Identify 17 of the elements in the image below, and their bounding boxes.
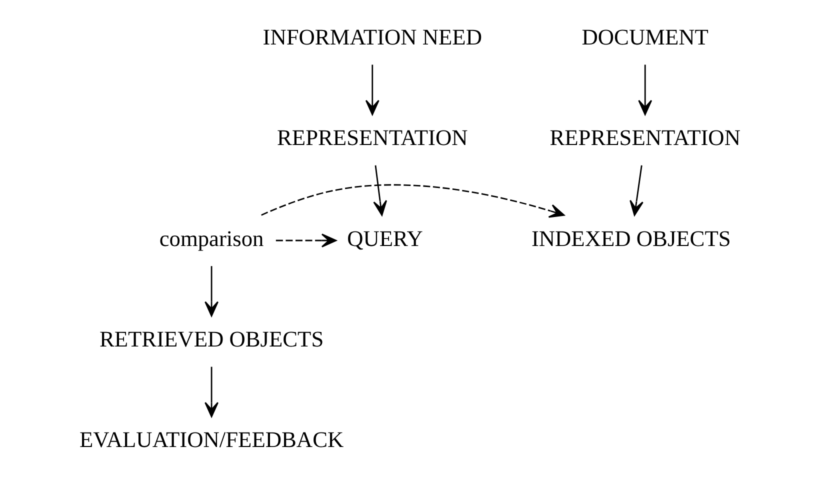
node-text: INDEXED OBJECTS: [531, 226, 731, 251]
node-text: REPRESENTATION: [550, 125, 740, 150]
arrow: [365, 64, 380, 116]
node-text: DOCUMENT: [582, 24, 708, 50]
arrow: [204, 266, 219, 317]
node-text: RETRIEVED OBJECTS: [99, 326, 324, 352]
node-text: EVALUATION/FEEDBACK: [79, 427, 344, 452]
node-text: REPRESENTATION: [277, 125, 468, 150]
arrow: [276, 234, 337, 248]
node-text: comparison: [159, 226, 264, 251]
arrow: [638, 64, 652, 116]
arrow: [373, 165, 388, 216]
arrow: [204, 366, 219, 418]
arrow: [261, 184, 565, 218]
arrow: [630, 165, 644, 216]
node-text: INFORMATION NEED: [262, 24, 482, 50]
node-text: QUERY: [347, 226, 423, 251]
